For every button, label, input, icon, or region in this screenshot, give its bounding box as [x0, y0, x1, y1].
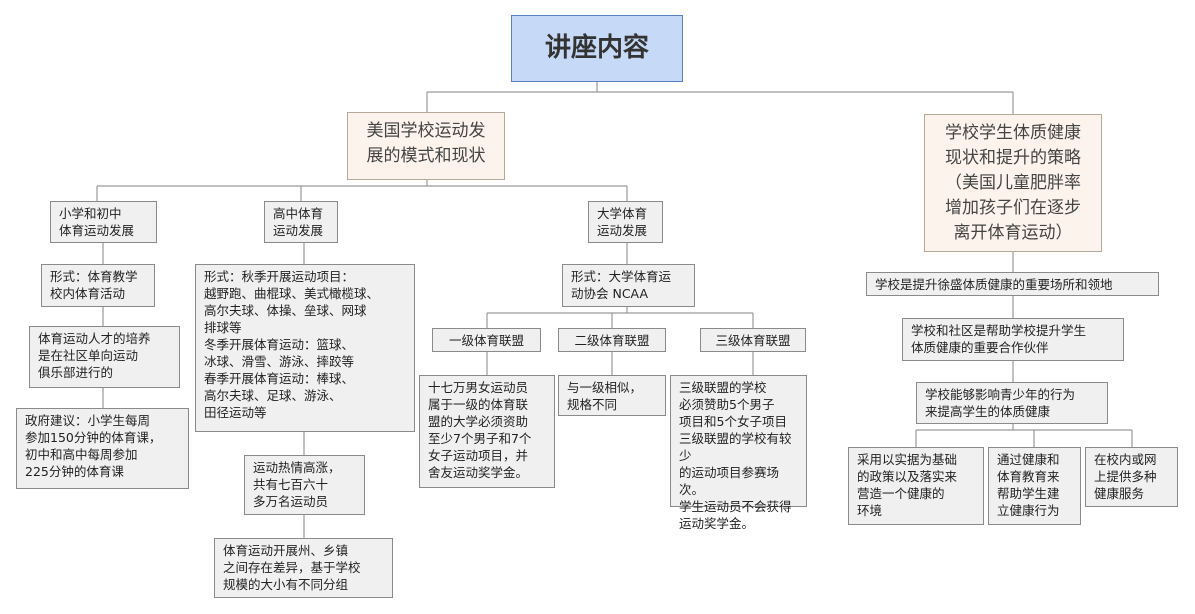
node-division-1[interactable]: 一级体育联盟	[432, 328, 541, 352]
node-primary-middle[interactable]: 小学和初中 体育运动发展	[50, 201, 157, 243]
node-community-partner[interactable]: 学校和社区是帮助学校提升学生 体质健康的重要合作伙伴	[902, 318, 1124, 361]
node-school-venue[interactable]: 学校是提升徐盛体质健康的重要场所和领地	[866, 272, 1159, 296]
node-strategy-policy[interactable]: 采用以实据为基础 的政策以及落实来 营造一个健康的 环境	[848, 447, 984, 525]
node-high-school[interactable]: 高中体育 运动发展	[264, 201, 338, 243]
node-us-school-sports[interactable]: 美国学校运动发 展的模式和现状	[347, 112, 505, 180]
node-division-3-desc[interactable]: 三级联盟的学校 必须赞助5个男子 项目和5个女子项目 三级联盟的学校有较少 的运…	[670, 375, 807, 531]
node-primary-form[interactable]: 形式：体育教学 校内体育活动	[41, 264, 155, 307]
node-division-1-desc[interactable]: 十七万男女运动员 属于一级的体育联 盟的大学必须资助 至少7个男子和7个 女子运…	[419, 375, 555, 488]
node-student-health-strategy[interactable]: 学校学生体质健康 现状和提升的策略 （美国儿童肥胖率 增加孩子们在逐步 离开体育…	[924, 114, 1102, 252]
node-school-influence[interactable]: 学校能够影响青少年的行为 来提高学生的体质健康	[916, 382, 1108, 424]
node-strategy-services[interactable]: 在校内或网 上提供多种 健康服务	[1085, 447, 1178, 507]
node-high-differences[interactable]: 体育运动开展州、乡镇 之间存在差异，基于学校 规模的大小有不同分组	[214, 538, 393, 598]
node-division-2[interactable]: 二级体育联盟	[558, 328, 666, 352]
node-division-2-desc[interactable]: 与一级相似， 规格不同	[558, 375, 666, 416]
root-node[interactable]: 讲座内容	[511, 15, 683, 82]
node-high-form[interactable]: 形式：秋季开展运动项目： 越野跑、曲棍球、美式橄榄球、 高尔夫球、体操、垒球、网…	[195, 264, 415, 432]
node-college-form[interactable]: 形式：大学体育运 动协会 NCAA	[562, 264, 695, 307]
node-strategy-education[interactable]: 通过健康和 体育教育来 帮助学生建 立健康行为	[988, 447, 1081, 525]
node-primary-talent[interactable]: 体育运动人才的培养 是在社区单向运动 俱乐部进行的	[29, 326, 180, 388]
node-high-enthusiasm[interactable]: 运动热情高涨， 共有七百六十 多万名运动员	[244, 455, 365, 515]
node-primary-gov[interactable]: 政府建议：小学生每周 参加150分钟的体育课， 初中和高中每周参加 225分钟的…	[16, 408, 189, 489]
node-college[interactable]: 大学体育 运动发展	[588, 201, 663, 243]
node-division-3[interactable]: 三级体育联盟	[700, 328, 806, 352]
